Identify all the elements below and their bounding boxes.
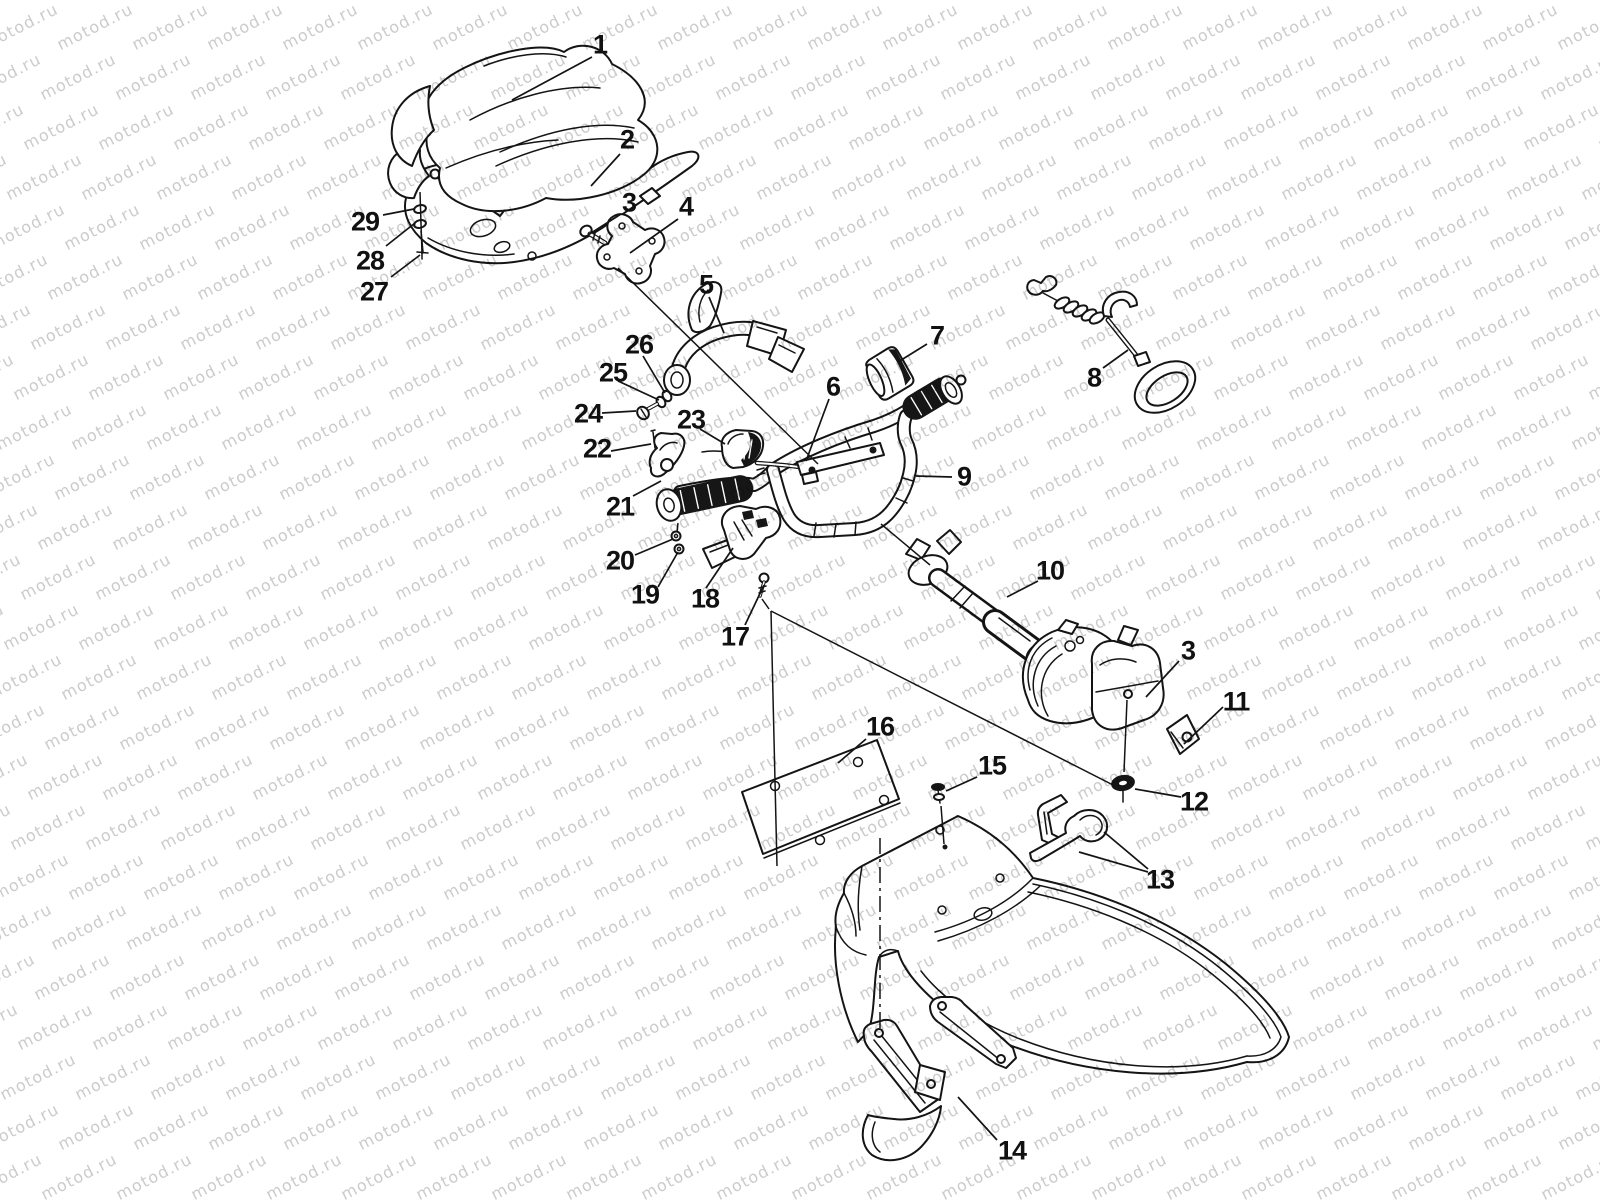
callout-17-leader [744, 584, 765, 626]
part-23-housing-cover [720, 429, 765, 469]
assembly-line [940, 805, 945, 845]
callout-20-leader [634, 538, 674, 556]
part-8-tether [1026, 275, 1197, 414]
callout-12-leader [1134, 788, 1182, 798]
callout-28-leader [385, 222, 416, 247]
part-14-support-bracket [861, 996, 1017, 1162]
assembly-lines [419, 191, 1128, 1030]
assembly-line [770, 610, 1116, 787]
handlebar-grip-right [902, 374, 967, 420]
part-3-throttle-housing [1021, 619, 1165, 731]
callout-2-leader [590, 153, 621, 187]
part-24-bolt [636, 402, 659, 421]
part-12-bushing [1111, 774, 1135, 803]
assembly-line [770, 610, 778, 867]
callout-18-leader [705, 547, 734, 589]
part-15-screw [931, 783, 948, 850]
callout-14-leader [957, 1096, 998, 1141]
callout-23-leader [699, 428, 726, 445]
callout-3-upper-leader [587, 213, 622, 236]
callout-5-leader [708, 296, 725, 334]
callout-1-leader [511, 56, 593, 101]
callout-13-leader [1078, 851, 1149, 873]
callout-8-leader [1102, 349, 1129, 369]
part-9-handlebar [673, 380, 955, 539]
callout-6-leader [805, 398, 830, 462]
part-3-screw-upper [579, 224, 608, 246]
leader-lines [382, 56, 1224, 1141]
callout-21-leader [632, 480, 662, 497]
callout-19-leader [657, 551, 679, 588]
part-4-clamp-block [595, 213, 666, 285]
callout-9-leader [915, 475, 953, 478]
part-19-washer [673, 543, 685, 555]
part-7-cap [865, 346, 915, 401]
assembly-line [419, 191, 423, 255]
callout-4-leader [629, 218, 679, 254]
part-20-washer [670, 530, 682, 542]
callout-29-leader [382, 208, 415, 216]
callout-24-leader [601, 410, 637, 414]
assembly-line [617, 267, 819, 465]
part-16-plate [741, 739, 901, 859]
callout-22-leader [610, 443, 652, 452]
assembly-line [1123, 699, 1128, 773]
assembly-line [880, 523, 931, 566]
callout-13-leader [1103, 831, 1149, 870]
callout-10-leader [1006, 580, 1039, 598]
callout-11-leader [1183, 706, 1224, 745]
part-5-lever-arm [663, 320, 805, 396]
assembly-line [761, 598, 770, 610]
callout-16-leader [837, 738, 867, 764]
callout-25-leader [617, 380, 660, 401]
assembly-line [676, 522, 679, 533]
console-panel [781, 781, 1290, 1075]
callout-7-leader [897, 343, 928, 363]
callout-27-leader [390, 254, 421, 278]
callout-26-leader [642, 355, 666, 394]
part-13-hooks [1029, 794, 1109, 863]
part-22-lever [648, 429, 686, 478]
callout-15-leader [945, 776, 978, 792]
part-21-grip-left [655, 475, 754, 522]
part-1-cover-upper [390, 44, 659, 213]
part-18-switch-housing [702, 505, 782, 569]
callout-3-lower-leader [1145, 660, 1180, 698]
